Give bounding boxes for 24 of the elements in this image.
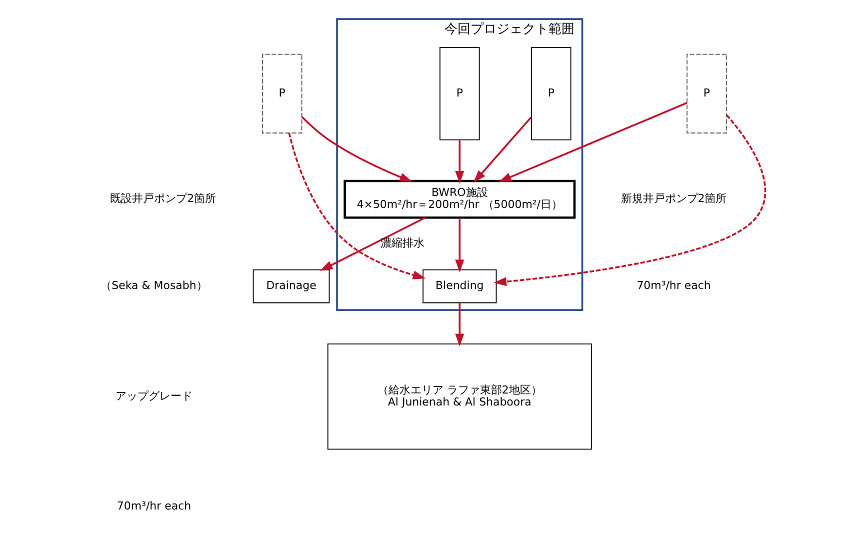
node-box: BWRO施設 4×50m²/hr＝200m²/hr （5000m²/日） <box>344 180 576 219</box>
arrow <box>320 216 426 271</box>
label: （Seka & Mosabh） <box>100 279 208 292</box>
node-box: P <box>531 46 572 140</box>
arrow <box>498 102 688 182</box>
arrow <box>455 140 464 184</box>
arrow <box>494 114 766 286</box>
node-box: （給水エリア ラファ東部2地区） Al Junienah & Al Shaboora <box>327 343 592 450</box>
node-box: P <box>686 54 727 134</box>
node-box: Blending <box>422 269 497 304</box>
label: 70m³/hr each <box>116 500 192 513</box>
label: 新規井戸ポンプ2箇所 <box>620 192 727 206</box>
arrow <box>288 132 426 280</box>
edge-label: 濃縮排水 <box>380 236 424 250</box>
label: 70m³/hr each <box>636 279 711 292</box>
arrow <box>301 116 413 182</box>
label: アップグレード <box>116 389 193 402</box>
arrow <box>473 116 532 183</box>
node-box: P <box>262 54 302 134</box>
arrow <box>455 218 464 272</box>
node-box: Drainage <box>252 269 330 304</box>
label: 既設井戸ポンプ2箇所 <box>110 192 216 206</box>
node-box: P <box>440 46 480 140</box>
arrow <box>455 302 464 347</box>
